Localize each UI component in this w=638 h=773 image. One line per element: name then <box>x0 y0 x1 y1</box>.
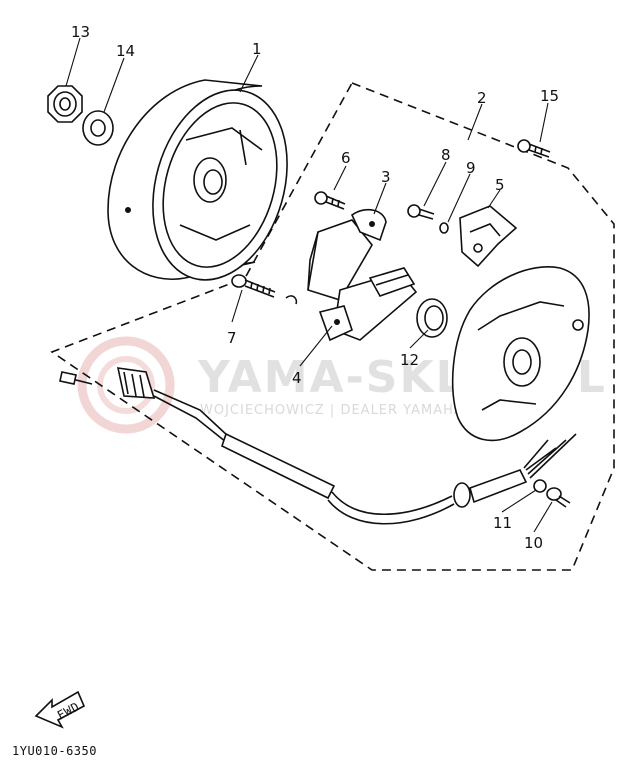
assembly-boundary <box>50 81 615 571</box>
part-2-stator-plate <box>451 266 590 442</box>
watermark-logo <box>77 336 175 434</box>
callout-4: 4 <box>292 369 302 387</box>
part-7-screw <box>231 274 276 298</box>
part-11-nut <box>533 479 547 493</box>
wire-harness <box>59 367 577 525</box>
part-1-flywheel-rotor <box>107 79 288 281</box>
callout-15: 15 <box>540 87 559 105</box>
part-9-washer <box>439 222 449 234</box>
callout-7: 7 <box>227 329 237 347</box>
callout-12: 12 <box>400 351 419 369</box>
diagram-code: 1YU010-6350 <box>12 744 97 758</box>
callout-2: 2 <box>477 89 487 107</box>
part-10-screw <box>546 487 571 508</box>
callout-13: 13 <box>71 23 90 41</box>
watermark-dealer: WOJCIECHOWICZ | DEALER YAMAHA <box>200 403 464 418</box>
callout-14: 14 <box>116 42 135 60</box>
part-8-screw <box>407 204 435 220</box>
callout-1: 1 <box>252 40 262 58</box>
callout-10: 10 <box>524 534 543 552</box>
callout-11: 11 <box>493 514 512 532</box>
part-6-screw <box>314 191 346 210</box>
part-12-oil-seal <box>416 298 448 338</box>
part-15-screw <box>517 139 551 158</box>
fwd-arrow-icon: FWD <box>34 690 86 729</box>
callout-5: 5 <box>495 176 505 194</box>
callout-8: 8 <box>441 146 451 164</box>
callout-6: 6 <box>341 149 351 167</box>
part-3-coil <box>307 208 387 301</box>
part-14-washer <box>82 110 114 146</box>
leader-lines <box>65 37 553 533</box>
callouts: 1 2 3 4 5 6 7 8 9 10 11 12 13 14 15 <box>71 23 559 552</box>
callout-9: 9 <box>466 159 476 177</box>
part-13-nut <box>47 85 83 123</box>
callout-3: 3 <box>381 168 391 186</box>
part-5-bracket <box>459 205 518 268</box>
